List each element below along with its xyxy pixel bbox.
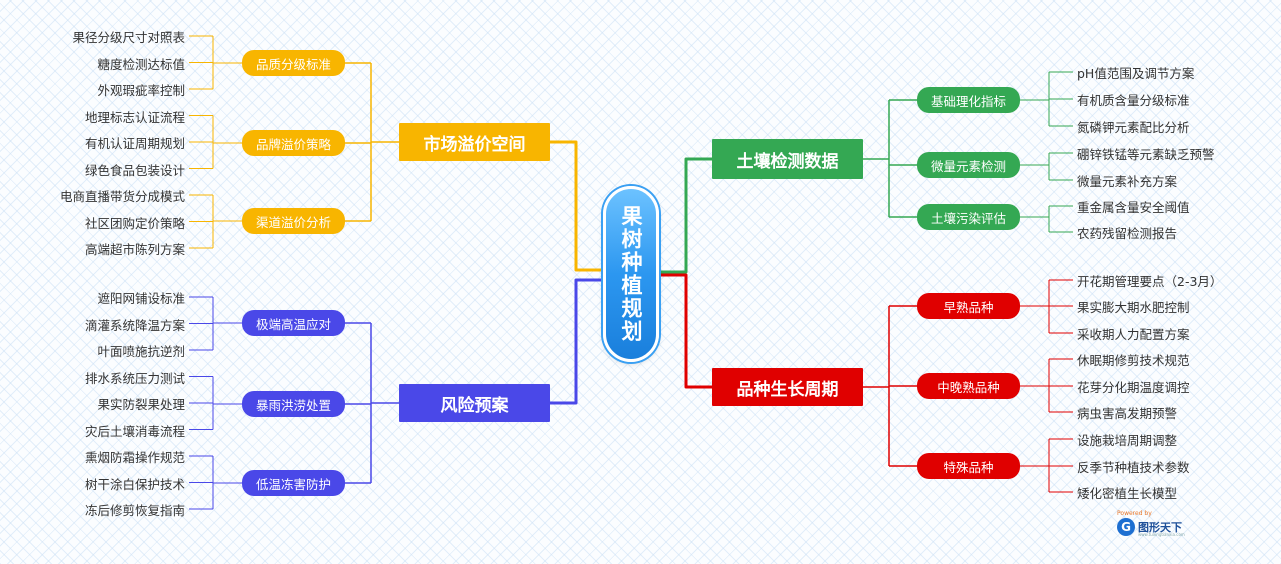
branch-1-sub-3-node-label: 渠道溢价分析	[255, 214, 331, 230]
branch-3-sub-2-node-label: 微量元素检测	[930, 158, 1006, 174]
branch-2-sub-2-node-label: 暴雨洪涝处置	[255, 397, 331, 413]
branch-1-sub-2-leaf-1[interactable]: 地理标志认证流程	[84, 109, 185, 125]
root-node[interactable]: 果树种植规划	[603, 186, 659, 362]
branch-1-node[interactable]: 市场溢价空间	[399, 123, 550, 161]
branch-4-sub-3-leaf-3[interactable]: 矮化密植生长模型	[1077, 486, 1178, 501]
branch-2-sub-1-leaf-1[interactable]: 遮阳网铺设标准	[97, 291, 185, 306]
branch-4-sub-2-leaf-3[interactable]: 病虫害高发期预警	[1077, 406, 1178, 421]
branch-4-node-label: 品种生长周期	[736, 379, 839, 400]
branch-3-sub-3-node-label: 土壤污染评估	[930, 210, 1006, 226]
branch-2-node[interactable]: 风险预案	[399, 384, 550, 422]
branch-4-sub-1-leaf-1[interactable]: 开花期管理要点（2-3月）	[1077, 274, 1223, 289]
branch-2-sub-2-leaf-1[interactable]: 排水系统压力测试	[84, 370, 185, 386]
branch-4-sub-2-node[interactable]: 中晚熟品种	[917, 373, 1020, 399]
brand-url: www.tuxingtianxia.com	[1138, 532, 1185, 537]
branch-4-sub-2-leaf-1[interactable]: 休眠期修剪技术规范	[1077, 353, 1190, 368]
branch-3-sub-1-node-label: 基础理化指标	[930, 93, 1006, 109]
branch-4-sub-3-leaf-2[interactable]: 反季节种植技术参数	[1077, 460, 1190, 475]
branch-1-sub-1-node[interactable]: 品质分级标准	[242, 50, 345, 76]
branch-2-sub-1-node[interactable]: 极端高温应对	[242, 310, 345, 336]
branch-2-node-label: 风险预案	[440, 395, 509, 416]
branch-1-sub-2-leaf-3[interactable]: 绿色食品包装设计	[84, 162, 185, 178]
branch-3-connector	[659, 157, 712, 274]
branch-4-sub-1-node-label: 早熟品种	[943, 299, 994, 315]
branch-3-sub-2-node[interactable]: 微量元素检测	[917, 152, 1020, 178]
branch-3-sub-3-node[interactable]: 土壤污染评估	[917, 204, 1020, 230]
branch-3-sub-2-leaf-1[interactable]: 硼锌铁锰等元素缺乏预警	[1077, 147, 1215, 162]
branch-1-node-label: 市场溢价空间	[423, 134, 526, 155]
branch-1-connector	[550, 140, 603, 272]
branch-1-sub-3-node[interactable]: 渠道溢价分析	[242, 208, 345, 234]
branch-1-sub-2-node[interactable]: 品牌溢价策略	[242, 130, 345, 156]
branch-4-sub-2-leaf-2[interactable]: 花芽分化期温度调控	[1077, 380, 1190, 395]
branch-4-sub-1-node[interactable]: 早熟品种	[917, 293, 1020, 319]
branch-4-connector	[659, 273, 712, 389]
brand-watermark: Powered by G 图形天下 www.tuxingtianxia.com	[1117, 510, 1187, 540]
branch-3-sub-1-leaf-1[interactable]: pH值范围及调节方案	[1077, 66, 1195, 81]
branch-4-sub-3-leaf-1[interactable]: 设施栽培周期调整	[1077, 433, 1178, 448]
branch-2-sub-3-leaf-3[interactable]: 冻后修剪恢复指南	[84, 503, 185, 518]
branch-1-sub-2-node-label: 品牌溢价策略	[255, 136, 331, 152]
branch-4-sub-1-leaf-2[interactable]: 果实膨大期水肥控制	[1077, 300, 1190, 315]
branch-1-sub-3-leaf-1[interactable]: 电商直播带货分成模式	[59, 189, 185, 204]
branch-2-sub-3-node[interactable]: 低温冻害防护	[242, 470, 345, 496]
branch-3-sub-1-leaf-2[interactable]: 有机质含量分级标准	[1077, 93, 1190, 108]
branch-2-sub-1-leaf-3[interactable]: 叶面喷施抗逆剂	[97, 344, 185, 359]
powered-by-text: Powered by	[1117, 510, 1152, 517]
branch-1-sub-1-node-label: 品质分级标准	[255, 56, 331, 72]
branch-3-sub-1-leaf-3[interactable]: 氮磷钾元素配比分析	[1077, 120, 1190, 135]
branch-3-node[interactable]: 土壤检测数据	[712, 139, 863, 179]
branch-4-sub-1-leaf-3[interactable]: 采收期人力配置方案	[1077, 327, 1190, 342]
brand-name: 图形天下	[1138, 521, 1182, 534]
branch-3-sub-1-node[interactable]: 基础理化指标	[917, 87, 1020, 113]
branch-4-sub-2-node-label: 中晚熟品种	[937, 379, 1000, 395]
branch-4-sub-3-node-label: 特殊品种	[943, 459, 994, 475]
branch-3-sub-3-leaf-2[interactable]: 农药残留检测报告	[1077, 226, 1178, 241]
branch-3-node-label: 土壤检测数据	[736, 151, 839, 172]
branch-2-sub-1-leaf-2[interactable]: 滴灌系统降温方案	[84, 317, 185, 333]
branch-1-sub-1-leaf-3[interactable]: 外观瑕疵率控制	[97, 83, 185, 98]
branch-4-sub-3-node[interactable]: 特殊品种	[917, 453, 1020, 479]
root-label: 果树种植规划	[619, 205, 643, 343]
branch-1-sub-1-leaf-1[interactable]: 果径分级尺寸对照表	[72, 30, 185, 45]
branch-2-sub-2-leaf-2[interactable]: 果实防裂果处理	[97, 397, 185, 412]
branch-2-sub-2-node[interactable]: 暴雨洪涝处置	[242, 391, 345, 417]
branch-4-node[interactable]: 品种生长周期	[712, 368, 863, 406]
branch-1-sub-2-leaf-2[interactable]: 有机认证周期规划	[84, 136, 185, 151]
branch-3-sub-3-leaf-1[interactable]: 重金属含量安全阈值	[1077, 200, 1190, 215]
branch-2-connector	[550, 278, 603, 405]
branch-1-sub-3-leaf-3[interactable]: 高端超市陈列方案	[84, 242, 185, 257]
branch-2-sub-3-node-label: 低温冻害防护	[255, 476, 331, 492]
branch-2-sub-2-leaf-3[interactable]: 灾后土壤消毒流程	[84, 423, 185, 439]
branch-2-sub-3-leaf-2[interactable]: 树干涂白保护技术	[84, 476, 185, 492]
branch-1-sub-1-leaf-2[interactable]: 糖度检测达标值	[97, 56, 185, 72]
branch-2-sub-3-leaf-1[interactable]: 熏烟防霜操作规范	[84, 450, 185, 465]
branch-1-sub-3-leaf-2[interactable]: 社区团购定价策略	[84, 215, 185, 231]
branch-3-sub-2-leaf-2[interactable]: 微量元素补充方案	[1077, 174, 1178, 189]
brand-logo-icon: G	[1117, 518, 1135, 536]
branch-2-sub-1-node-label: 极端高温应对	[255, 316, 331, 332]
